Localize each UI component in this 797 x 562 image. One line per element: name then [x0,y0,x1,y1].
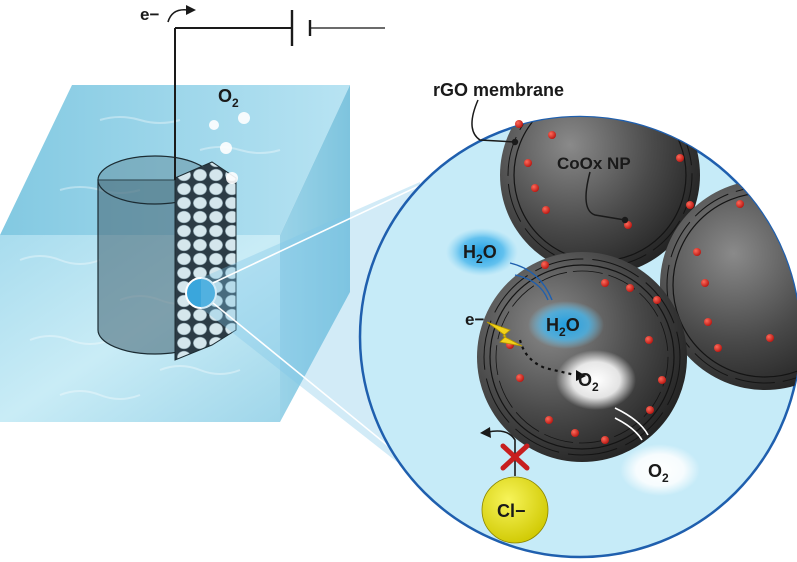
x-block-icon [500,443,530,471]
electron-label-top: e− [140,5,159,24]
o2-bubble-label: O2 [218,86,239,110]
chloride-blocked-arrow [487,430,516,476]
oxygen-bubbles [209,112,250,184]
h2o-glow-outer [446,228,518,276]
electron-label-inner: e− [465,310,484,329]
h2o-outer-label: H2O [463,242,497,266]
electron-flow-arrow [167,8,189,23]
o2-glow-inner [556,350,636,410]
h2o-glow-inner [528,301,604,349]
circuit [174,27,385,180]
o2-glow-released [620,444,700,496]
chloride-label: Cl− [497,501,526,521]
water-side-face [280,85,350,422]
nanoparticle-label: CoOx NP [557,154,631,173]
membrane-pointer [471,99,516,143]
zoom-cone [201,182,420,480]
nanoparticle-pointer [585,171,626,221]
chloride-ion [481,476,549,544]
lightning-bolt-icon [486,321,523,347]
honeycomb-cross-section [174,161,237,361]
o2-released-label: O2 [648,461,669,485]
zoom-source-circle [185,277,217,309]
electrode-cylinder [97,155,237,361]
electron-path [518,339,576,377]
h2o-inner-label: H2O [546,315,580,339]
membrane-label: rGO membrane [433,80,564,100]
o2-release-arrow [614,407,649,436]
o2-inner-label: O2 [578,370,599,394]
water-diffusion-arrow [509,262,553,301]
battery-icon [290,10,312,46]
coox-nanoparticles [506,120,774,444]
